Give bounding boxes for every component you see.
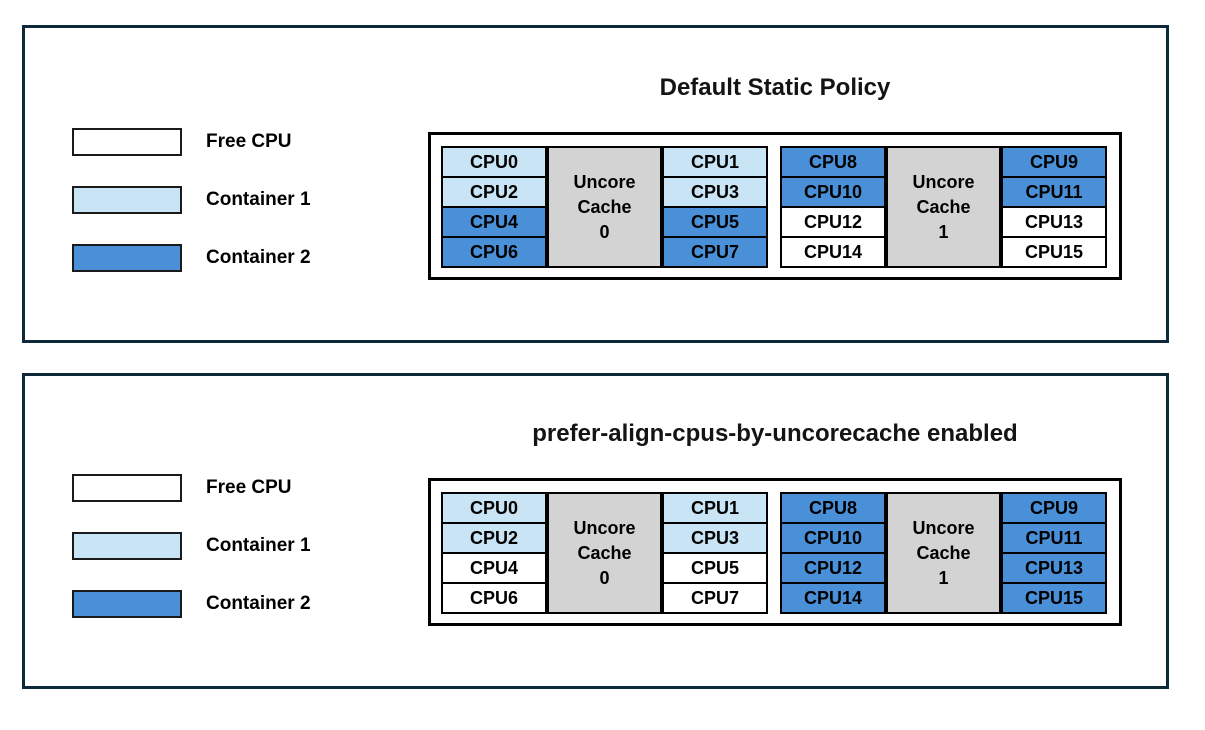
legend-label: Container 2: [206, 593, 311, 614]
legend-swatch-container-1: [72, 186, 182, 214]
cpu-cell: CPU15: [1001, 236, 1107, 268]
legend-label: Container 2: [206, 247, 311, 268]
uncore-cache-label: 0: [599, 221, 610, 242]
cpu-cell: CPU5: [662, 552, 768, 584]
legend-item-container-1: Container 1: [72, 532, 402, 560]
cpu-cell: CPU7: [662, 582, 768, 614]
cpu-column: CPU9 CPU11 CPU13 CPU15: [1001, 146, 1107, 268]
cpu-column: CPU1 CPU3 CPU5 CPU7: [662, 492, 768, 614]
cpu-cell: CPU7: [662, 236, 768, 268]
uncore-cache-label: 1: [938, 221, 949, 242]
legend-swatch-free-cpu: [72, 128, 182, 156]
legend-label: Free CPU: [206, 477, 292, 498]
cpu-cell: CPU2: [441, 176, 547, 208]
cpu-grid: CPU0 CPU2 CPU4 CPU6 Uncore Cache 0 CPU1 …: [428, 478, 1122, 626]
legend-swatch-free-cpu: [72, 474, 182, 502]
uncore-cache-block: Uncore Cache 1: [886, 492, 1001, 614]
uncore-cache-block: Uncore Cache 0: [547, 146, 662, 268]
cpu-cell: CPU4: [441, 206, 547, 238]
cpu-cell: CPU4: [441, 552, 547, 584]
legend-label: Container 1: [206, 535, 311, 556]
uncore-cache-1-group: CPU8 CPU10 CPU12 CPU14 Uncore Cache 1 CP…: [780, 492, 1107, 614]
legend-swatch-container-1: [72, 532, 182, 560]
uncore-cache-label: 1: [938, 567, 949, 588]
legend-item-container-1: Container 1: [72, 186, 402, 214]
legend: Free CPU Container 1 Container 2: [72, 474, 402, 648]
cpu-cell: CPU6: [441, 236, 547, 268]
panel-title: prefer-align-cpus-by-uncorecache enabled: [532, 420, 1018, 447]
cpu-grid: CPU0 CPU2 CPU4 CPU6 Uncore Cache 0 CPU1 …: [428, 132, 1122, 280]
cpu-cell: CPU15: [1001, 582, 1107, 614]
panel-title: Default Static Policy: [659, 74, 891, 101]
uncore-cache-label: Uncore: [573, 517, 636, 538]
cpu-cell: CPU6: [441, 582, 547, 614]
cpu-cell: CPU11: [1001, 522, 1107, 554]
legend-item-free-cpu: Free CPU: [72, 474, 402, 502]
cpu-cell: CPU13: [1001, 552, 1107, 584]
uncore-cache-label: Cache: [577, 542, 632, 563]
legend-label: Free CPU: [206, 131, 292, 152]
legend-swatch-container-2: [72, 244, 182, 272]
legend-item-container-2: Container 2: [72, 590, 402, 618]
cpu-cell: CPU14: [780, 582, 886, 614]
panel-prefer-align-uncorecache: prefer-align-cpus-by-uncorecache enabled…: [22, 373, 1169, 689]
cpu-cell: CPU1: [662, 492, 768, 524]
cpu-cell: CPU12: [780, 206, 886, 238]
uncore-cache-label: Uncore: [573, 171, 636, 192]
cpu-cell: CPU11: [1001, 176, 1107, 208]
cpu-column: CPU0 CPU2 CPU4 CPU6: [441, 146, 547, 268]
uncore-cache-label: Uncore: [912, 517, 975, 538]
uncore-cache-label: Cache: [916, 196, 971, 217]
cpu-column: CPU9 CPU11 CPU13 CPU15: [1001, 492, 1107, 614]
uncore-cache-label: Uncore: [912, 171, 975, 192]
cpu-cell: CPU13: [1001, 206, 1107, 238]
cpu-cell: CPU10: [780, 176, 886, 208]
legend-label: Container 1: [206, 189, 311, 210]
uncore-cache-label: 0: [599, 567, 610, 588]
legend-swatch-container-2: [72, 590, 182, 618]
legend: Free CPU Container 1 Container 2: [72, 128, 402, 302]
uncore-cache-block: Uncore Cache 1: [886, 146, 1001, 268]
cpu-column: CPU8 CPU10 CPU12 CPU14: [780, 146, 886, 268]
cpu-cell: CPU14: [780, 236, 886, 268]
cpu-column: CPU1 CPU3 CPU5 CPU7: [662, 146, 768, 268]
uncore-cache-label: Cache: [577, 196, 632, 217]
cpu-cell: CPU5: [662, 206, 768, 238]
cpu-cell: CPU8: [780, 146, 886, 178]
cpu-cell: CPU3: [662, 176, 768, 208]
uncore-cache-1-group: CPU8 CPU10 CPU12 CPU14 Uncore Cache 1 CP…: [780, 146, 1107, 268]
cpu-cell: CPU0: [441, 146, 547, 178]
cpu-cell: CPU3: [662, 522, 768, 554]
cpu-cell: CPU2: [441, 522, 547, 554]
panel-default-static-policy: Default Static Policy Free CPU Container…: [22, 25, 1169, 343]
legend-item-free-cpu: Free CPU: [72, 128, 402, 156]
uncore-cache-0-group: CPU0 CPU2 CPU4 CPU6 Uncore Cache 0 CPU1 …: [441, 492, 768, 614]
uncore-cache-0-group: CPU0 CPU2 CPU4 CPU6 Uncore Cache 0 CPU1 …: [441, 146, 768, 268]
cpu-cell: CPU8: [780, 492, 886, 524]
uncore-cache-block: Uncore Cache 0: [547, 492, 662, 614]
cpu-cell: CPU1: [662, 146, 768, 178]
cpu-column: CPU8 CPU10 CPU12 CPU14: [780, 492, 886, 614]
cpu-cell: CPU10: [780, 522, 886, 554]
cpu-cell: CPU9: [1001, 492, 1107, 524]
legend-item-container-2: Container 2: [72, 244, 402, 272]
cpu-cell: CPU9: [1001, 146, 1107, 178]
cpu-column: CPU0 CPU2 CPU4 CPU6: [441, 492, 547, 614]
uncore-cache-label: Cache: [916, 542, 971, 563]
cpu-cell: CPU12: [780, 552, 886, 584]
cpu-cell: CPU0: [441, 492, 547, 524]
